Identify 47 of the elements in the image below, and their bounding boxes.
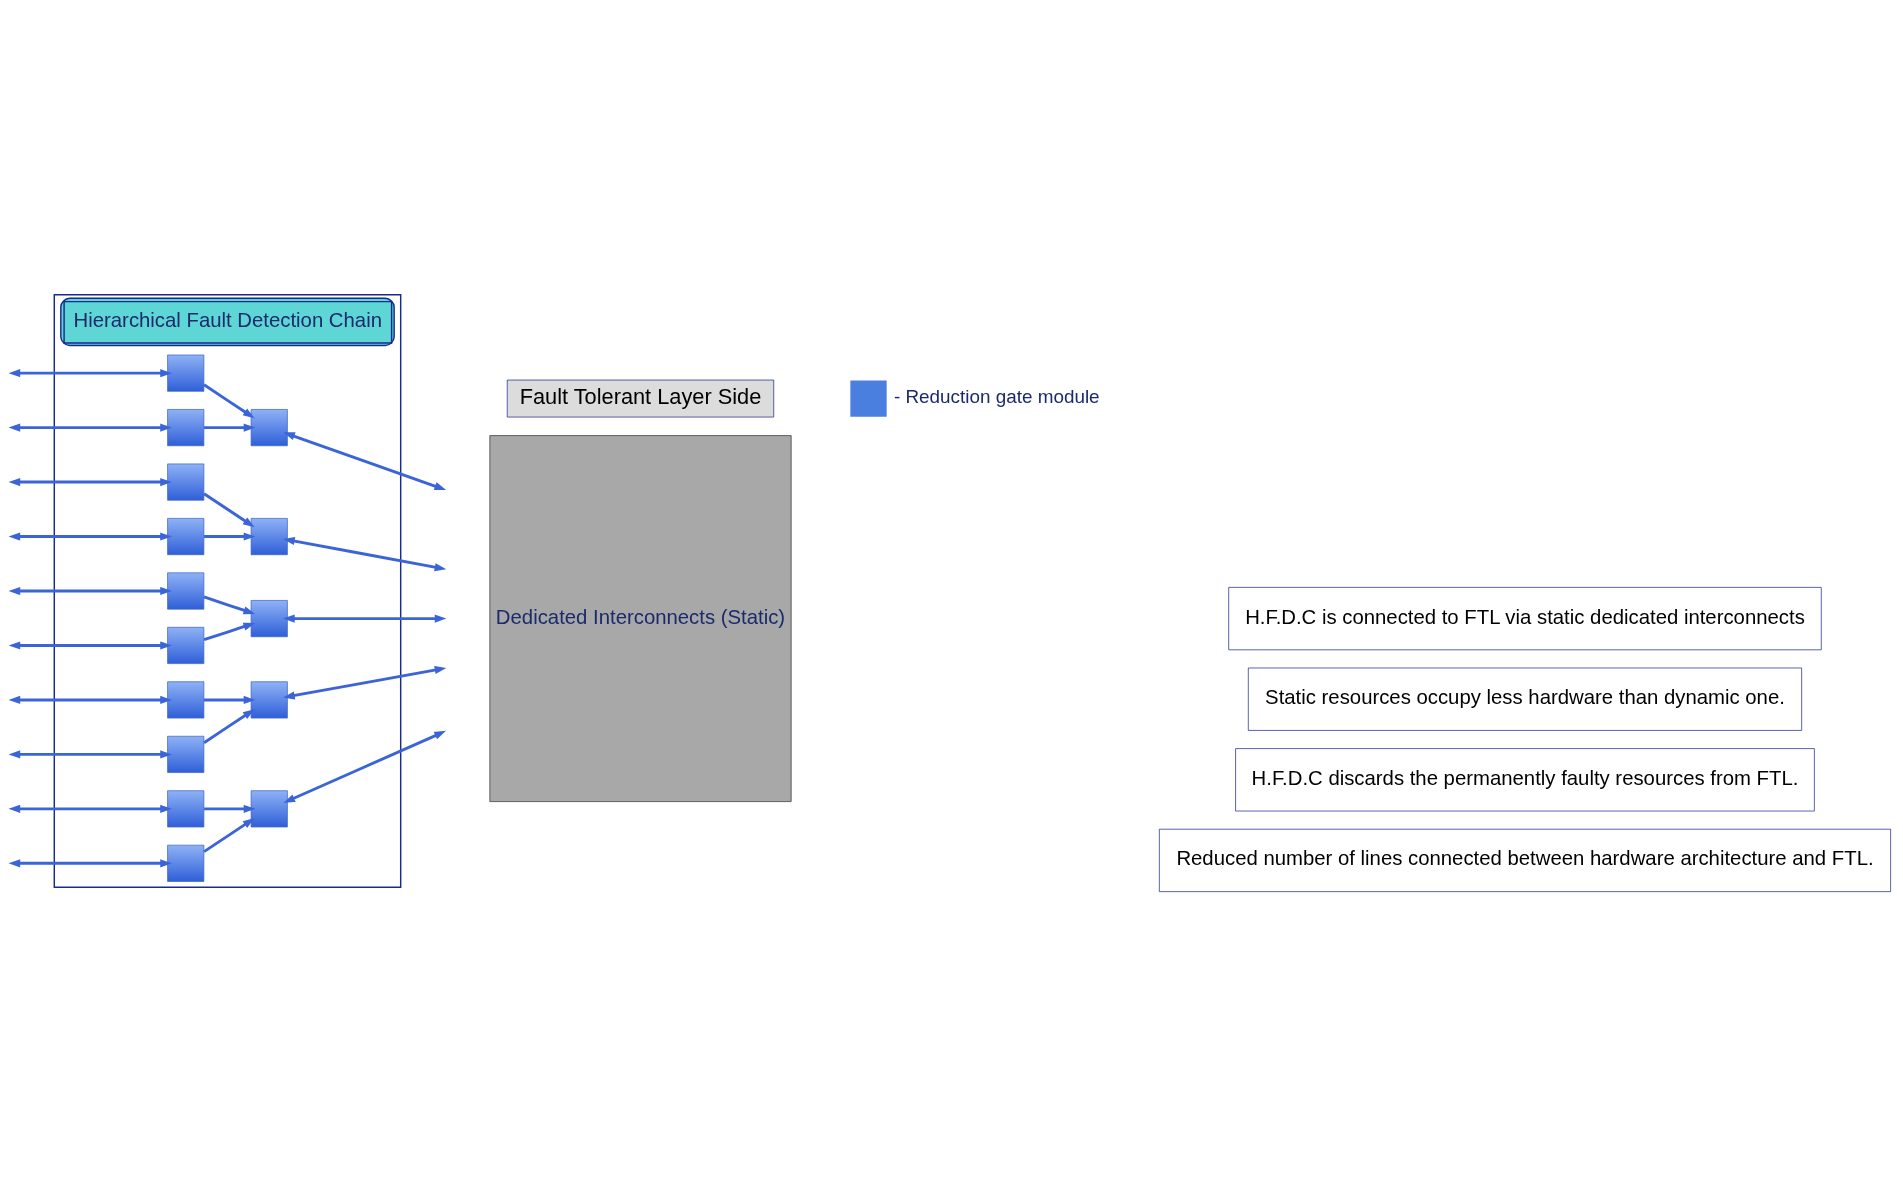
- node-box: [250, 600, 288, 638]
- arrow: [203, 492, 255, 528]
- node-box: H.F.D.C is connected to FTL via static dedicated interconnects: [1228, 587, 1822, 651]
- node-box: [250, 790, 288, 828]
- arrow: [8, 859, 172, 868]
- arrow: [8, 804, 172, 813]
- arrow: [8, 695, 172, 704]
- node-box: [167, 409, 205, 447]
- node-box: [167, 354, 205, 392]
- node-box: [250, 518, 288, 556]
- node-box: [167, 626, 205, 664]
- arrow: [8, 423, 172, 432]
- arrow: [283, 666, 447, 700]
- arrow: [8, 641, 172, 650]
- node-box: [167, 844, 205, 882]
- node-box: Static resources occupy less hardware than dynamic one.: [1247, 667, 1803, 731]
- arrow: [8, 586, 172, 596]
- node-box: [167, 790, 205, 828]
- arrow: [8, 369, 172, 378]
- arrow: [204, 532, 256, 541]
- legend-label: - Reduction gate module: [893, 386, 1100, 408]
- node-box: [167, 518, 205, 556]
- node-box: [250, 681, 288, 719]
- arrow: [283, 614, 447, 623]
- arrow: [203, 818, 255, 853]
- node-box: [250, 409, 288, 447]
- arrow: [8, 532, 172, 541]
- arrow: [204, 695, 256, 704]
- node-box: Dedicated Interconnects (Static): [489, 435, 792, 802]
- node-box: [167, 463, 205, 501]
- node-box: Fault Tolerant Layer Side: [506, 379, 775, 418]
- node-box: Reduced number of lines connected between hardware architecture and FTL.: [1159, 828, 1891, 892]
- arrow: [203, 709, 255, 744]
- arrow: [203, 595, 256, 615]
- arrow: [283, 432, 447, 491]
- arrow: [283, 730, 446, 803]
- arrow: [8, 750, 172, 759]
- node-box: H.F.D.C discards the permanently faulty resources from FTL.: [1235, 748, 1815, 812]
- arrow: [204, 804, 256, 813]
- arrow: [283, 537, 447, 572]
- node-box: [167, 572, 205, 610]
- arrow: [203, 383, 255, 419]
- node-box: [167, 735, 205, 773]
- arrow: [8, 478, 172, 487]
- node-box: [167, 681, 205, 719]
- arrow: [204, 423, 256, 432]
- arrow: [203, 622, 256, 642]
